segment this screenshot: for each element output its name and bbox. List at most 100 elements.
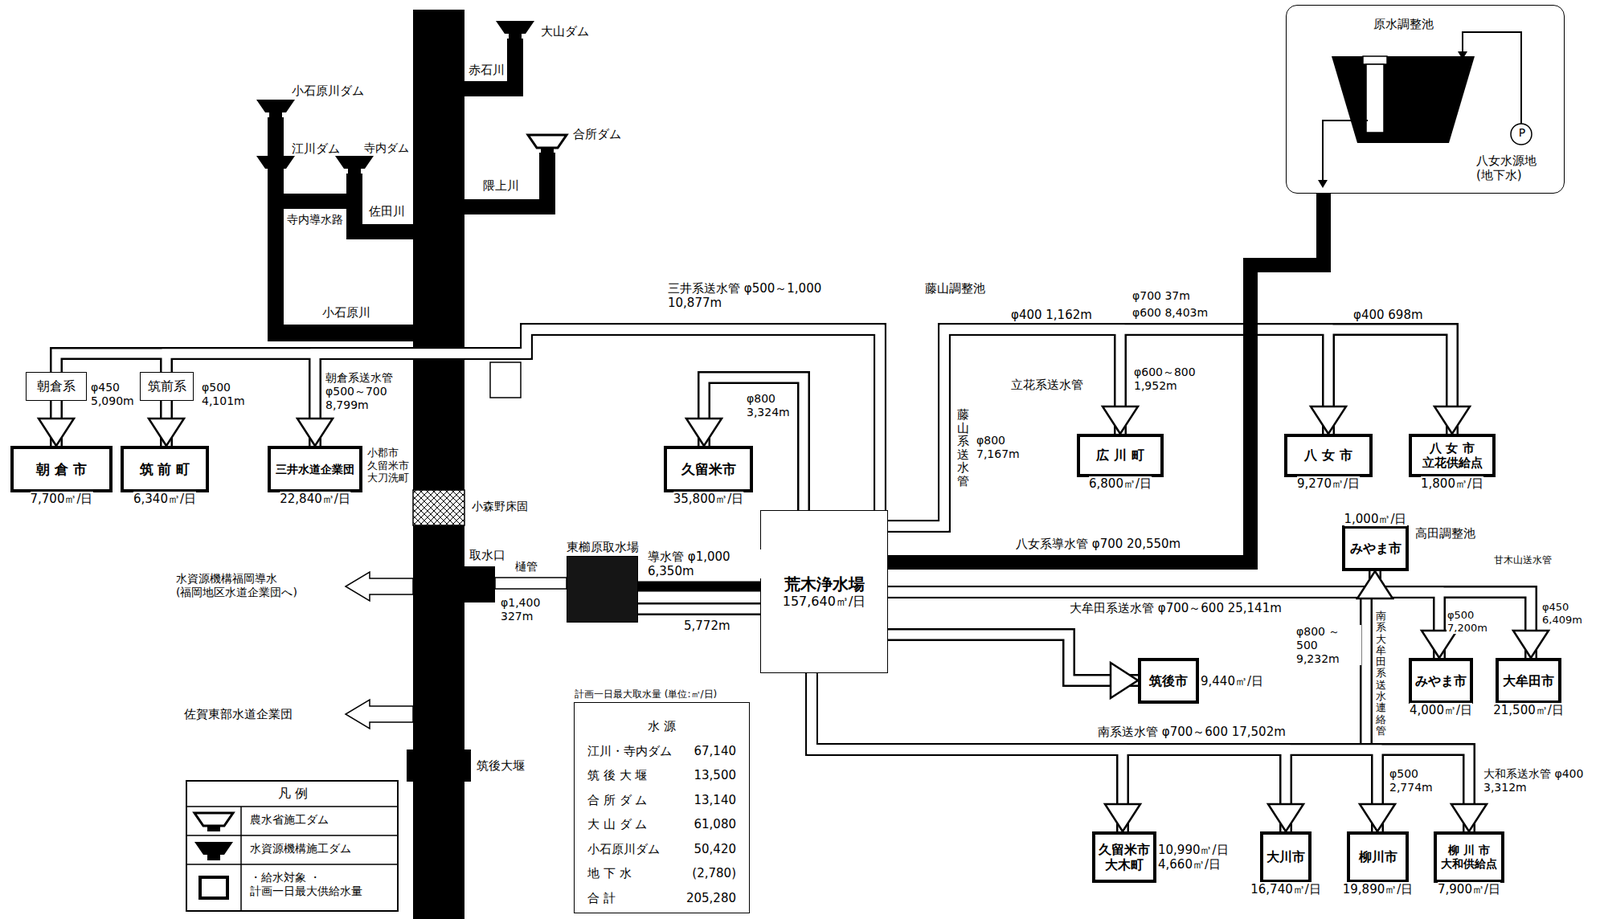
pipe-arrowhead [1110, 662, 1138, 699]
box-name: 八 女 市 [1304, 447, 1352, 463]
text-label: 赤石川 [467, 62, 506, 78]
text-label: 小石原川ダム [290, 83, 365, 99]
pipe-label: φ500 7,200m [1446, 609, 1494, 635]
table-header: 水 源 [574, 719, 749, 734]
arrowhead-layer [38, 406, 1549, 832]
supply-target-box: 大牟田市21,500㎥/日 [1495, 658, 1562, 704]
source-region: 原水調整池八女水源地 (地下水) [1285, 4, 1565, 194]
box-name: 筑前系 [147, 378, 187, 394]
legend-text: ・給水対象 ・計画一日最大供給水量 [249, 871, 394, 899]
region-text: 八女水源地 (地下水) [1476, 153, 1564, 183]
supply-target-box: みやま市4,000㎥/日 [1408, 658, 1474, 704]
treatment-plant: 荒木浄水場157,640㎥/日 [760, 510, 888, 674]
text-label: 江川ダム [290, 141, 341, 156]
plant-name: 荒木浄水場 [784, 574, 865, 594]
supply-target-box: 八 女 市9,270㎥/日 [1284, 433, 1373, 478]
supply-target-box: 柳 川 市 大和供給点7,900㎥/日 [1433, 831, 1505, 884]
text-label: 小森野床固 [470, 499, 529, 514]
text-label: 隈上川 [482, 178, 520, 193]
text-label: 甘木山送水管 [1493, 554, 1553, 566]
outflow-arrow [345, 572, 414, 729]
text-label: φ600 8,403m [1131, 306, 1209, 320]
text-label: 小石原川 [321, 305, 372, 320]
pipe-arrowhead [1357, 571, 1393, 599]
pipe-label: 南系送水管 φ700～600 17,502m [1096, 724, 1287, 740]
table-cell: 合 所 ダ ム [587, 793, 647, 808]
vertical-label: 南系大牟田系送水連絡管 [1375, 610, 1387, 737]
pipe-arrowhead [297, 418, 333, 447]
pipe-label: φ500 4,101m [200, 380, 253, 409]
box-name: 朝 倉 市 [36, 461, 87, 478]
pipe-label: 導水管 φ1,000 6,350m [646, 549, 762, 579]
supply-target-box: 八 女 市 立花供給点1,800㎥/日 [1408, 433, 1496, 478]
text-label: φ800 ～500 9,232m [1295, 625, 1362, 666]
supply-target-box: 朝 倉 市7,700㎥/日 [10, 446, 113, 493]
box-name: 三井水道企業団 [275, 462, 355, 477]
supply-target-box: 久留米市 大木町10,990㎥/日 4,660㎥/日 [1092, 831, 1157, 884]
text-label: 大山ダム [540, 24, 590, 39]
table-heading: 計画一日最大取水量 (単位:㎥/日) [574, 688, 717, 700]
box-name: 久留米市 大木町 [1097, 842, 1151, 873]
box-name: 大川市 [1266, 849, 1306, 865]
text-label: φ400 1,162m [1010, 307, 1093, 323]
text-label: 藤山調整池 [924, 281, 987, 296]
supply-amount: 19,890㎥/日 [1342, 882, 1414, 897]
table-cell: 50,420 [694, 842, 737, 857]
pipe-label: φ800 3,324m [745, 392, 796, 420]
pipe-arrowhead [1268, 804, 1304, 832]
branch-box: 筑前系 [139, 372, 194, 402]
vertical-label: 藤山系送水管 [957, 408, 970, 488]
pipe-outline [887, 329, 1453, 527]
pipe-arrowhead [1421, 630, 1457, 659]
pipe-label: 八女系導水管 φ700 20,550m [1014, 536, 1182, 552]
text-label: 佐賀東部水道企業団 [183, 707, 294, 722]
table-cell: (2,780) [691, 866, 737, 881]
supply-amount: 21,500㎥/日 [1493, 703, 1564, 718]
dam-symbol-white [527, 135, 567, 155]
supply-amount: 10,990㎥/日 4,660㎥/日 [1158, 842, 1239, 872]
pipe-outline-layer [56, 329, 1531, 832]
intake-station: 東櫛原取水場 [566, 556, 639, 623]
text-label: 凡 例 [186, 785, 400, 802]
dam-symbol [256, 20, 535, 176]
junction-box [490, 362, 521, 398]
pipe-outline [166, 329, 880, 511]
pipe-inner [315, 329, 880, 511]
table-cell: 大 山 ダ ム [587, 817, 647, 832]
pipe-outline [315, 329, 880, 511]
pipe-inner [638, 605, 761, 614]
pipe-inner-layer [56, 329, 1531, 832]
supply-amount: 6,800㎥/日 [1088, 476, 1152, 492]
text-label: φ700 37m [1131, 289, 1191, 303]
supply-amount: 9,270㎥/日 [1297, 476, 1360, 492]
pipe-inner [887, 329, 1329, 527]
text-label: 取水口 [468, 548, 507, 563]
supply-target-box: 広 川 町6,800㎥/日 [1076, 433, 1164, 478]
pipe-outline [56, 329, 880, 511]
pipe-arrowhead [1434, 406, 1470, 434]
pipe-label: φ450 5,090m [90, 380, 139, 409]
pipe-inner [887, 634, 1138, 681]
box-name: 広 川 町 [1096, 447, 1144, 463]
box-name: 八 女 市 立花供給点 [1414, 441, 1490, 471]
pipe-label: φ450 6,409m [1541, 601, 1592, 627]
weir-hatch [413, 490, 465, 526]
pipe-arrowhead [1359, 804, 1396, 832]
pipe-inner [887, 329, 1453, 527]
supply-amount: 6,340㎥/日 [133, 491, 197, 507]
pipe-inner [887, 329, 1121, 527]
supply-amount: 7,700㎥/日 [30, 491, 94, 507]
text-label: 朝倉系送水管 φ500～700 8,799m [324, 371, 410, 412]
legend-text: 農水省施工ダム [249, 813, 330, 827]
table-cell: 13,500 [694, 768, 737, 783]
supply-target-box: 大川市16,740㎥/日 [1260, 831, 1312, 884]
supply-amount: 22,840㎥/日 [279, 491, 351, 507]
text-label: 寺内導水路 [286, 212, 344, 227]
pipe-label: 5,772m [683, 618, 732, 634]
box-name: 筑 前 町 [139, 461, 191, 478]
text-label: 立花系送水管 [1010, 377, 1085, 393]
supply-target-box: 柳川市19,890㎥/日 [1346, 831, 1409, 884]
intake-table: 計画一日最大取水量 (単位:㎥/日)水 源江川・寺内ダム67,140筑 後 大 … [573, 702, 750, 914]
box-name: 柳川市 [1358, 849, 1398, 865]
conduit [638, 581, 761, 593]
